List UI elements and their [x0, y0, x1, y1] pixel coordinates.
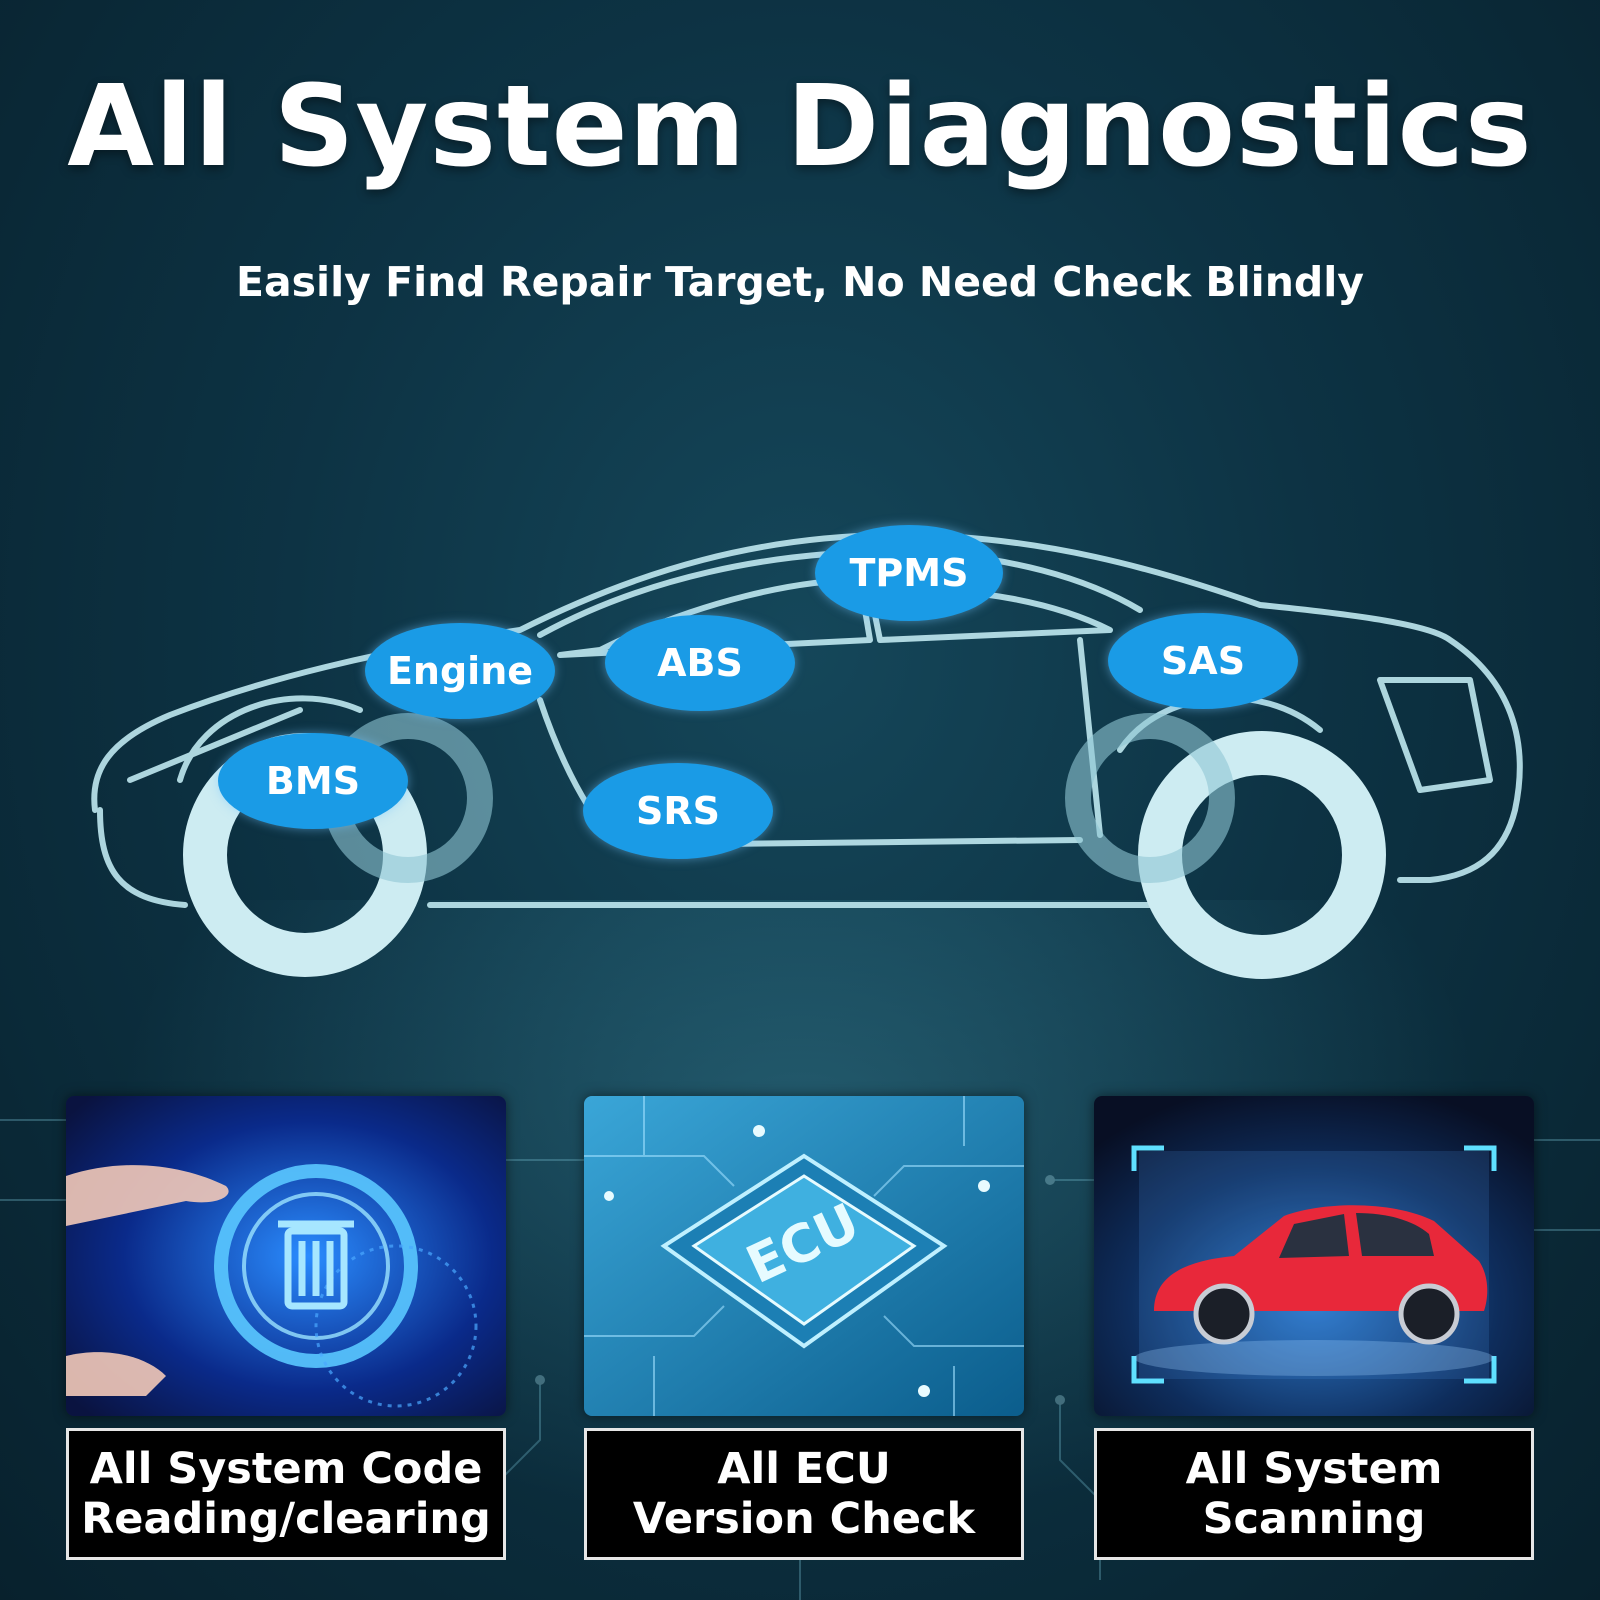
feature-label-line: All ECU	[717, 1444, 891, 1494]
system-bubble-abs[interactable]: ABS	[605, 615, 795, 711]
system-bubble-engine[interactable]: Engine	[365, 623, 555, 719]
feature-label-line: Reading/clearing	[81, 1494, 491, 1544]
trash-icon	[278, 1220, 354, 1310]
system-bubble-tpms[interactable]: TPMS	[815, 525, 1003, 621]
car-outline-diagram: TPMS Engine ABS SAS BMS SRS	[0, 480, 1600, 1000]
feature-label-code-reading: All System Code Reading/clearing	[66, 1428, 506, 1560]
feature-image-scanning	[1094, 1096, 1534, 1416]
feature-image-ecu: ECU	[584, 1096, 1024, 1416]
page-title: All System Diagnostics	[67, 62, 1533, 192]
feature-label-line: All System Code	[89, 1444, 483, 1494]
feature-label-line: All System	[1185, 1444, 1443, 1494]
car-outline-icon	[91, 532, 1523, 979]
system-bubble-bms[interactable]: BMS	[218, 733, 408, 829]
feature-label-line: Version Check	[632, 1494, 976, 1544]
feature-label-line: Scanning	[1202, 1494, 1426, 1544]
page-subtitle: Easily Find Repair Target, No Need Check…	[235, 258, 1365, 306]
feature-label-scanning: All System Scanning	[1094, 1428, 1534, 1560]
system-bubble-srs[interactable]: SRS	[583, 763, 773, 859]
feature-label-ecu-check: All ECU Version Check	[584, 1428, 1024, 1560]
car-icon	[1154, 1205, 1488, 1345]
system-bubble-sas[interactable]: SAS	[1108, 613, 1298, 709]
feature-image-code-reading	[66, 1096, 506, 1416]
